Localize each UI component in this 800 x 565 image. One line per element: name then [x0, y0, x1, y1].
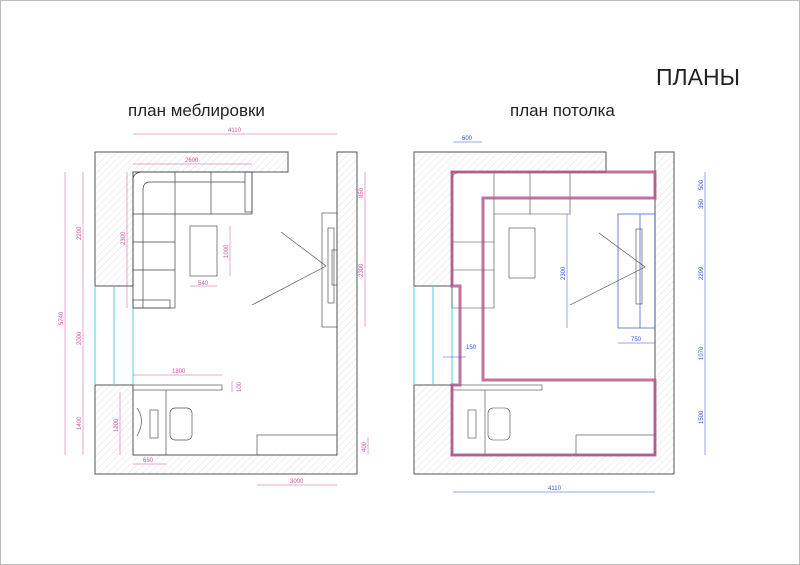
dim-total-width: 4110: [228, 128, 242, 134]
window: [413, 286, 453, 385]
dim-total-width: 4110: [548, 486, 562, 492]
dim-window: 2000: [77, 331, 83, 345]
dim-inner-height: 2300: [561, 266, 567, 280]
dimension-lines: [443, 141, 706, 493]
dim-sofa-depth: 2300: [121, 231, 127, 245]
dim-r2: 350: [699, 198, 705, 209]
ceiling-plan: [413, 141, 706, 493]
dim-step: 150: [466, 345, 477, 351]
dim-tv-depth: 750: [631, 337, 642, 343]
dim-offset-top: 600: [462, 136, 473, 142]
dim-table-len: 1000: [224, 244, 230, 258]
dim-total-height: 5740: [59, 311, 65, 325]
tv-zone: [617, 213, 656, 329]
ceiling-outline: [450, 170, 657, 457]
dim-shelf-len: 1800: [172, 369, 186, 375]
ceiling-dimension-labels: 600 500 350 2299 1070 1500 2300 750 150 …: [462, 136, 705, 492]
dim-tv-zone: 2300: [359, 263, 365, 277]
dim-desk-len: 1200: [114, 418, 120, 432]
dim-shelf-depth: 100: [237, 381, 243, 392]
dim-right-top: 850: [359, 187, 365, 198]
dim-bench-depth: 400: [362, 441, 368, 452]
dim-table-width: 540: [198, 281, 209, 287]
window: [94, 286, 134, 385]
dim-r3: 2299: [699, 266, 705, 280]
desk: [132, 384, 223, 455]
dim-r1: 500: [699, 179, 705, 190]
sofa: [132, 171, 253, 309]
dim-r4: 1070: [699, 346, 705, 360]
dimension-lines: [64, 133, 369, 486]
dim-r5: 1500: [699, 410, 705, 424]
furniture-plan-title: план меблировки: [128, 101, 265, 120]
dim-bench-len: 3000: [290, 479, 304, 485]
sheet-title: ПЛАНЫ: [656, 64, 740, 90]
dim-left-upper: 2200: [77, 226, 83, 240]
walls: [94, 151, 358, 475]
tv-unit: [251, 212, 338, 328]
bench: [256, 434, 338, 456]
furniture-dimension-labels: 4110 2600 2200 2300 1000 540 850 2300 57…: [59, 128, 368, 485]
furniture-plan: [64, 133, 369, 486]
dim-sofa-width: 2600: [185, 158, 199, 164]
ceiling-plan-title: план потолка: [510, 101, 615, 120]
dim-desk-depth: 650: [143, 458, 154, 464]
dim-left-lower: 1400: [77, 416, 83, 430]
coffee-table: [189, 225, 218, 277]
